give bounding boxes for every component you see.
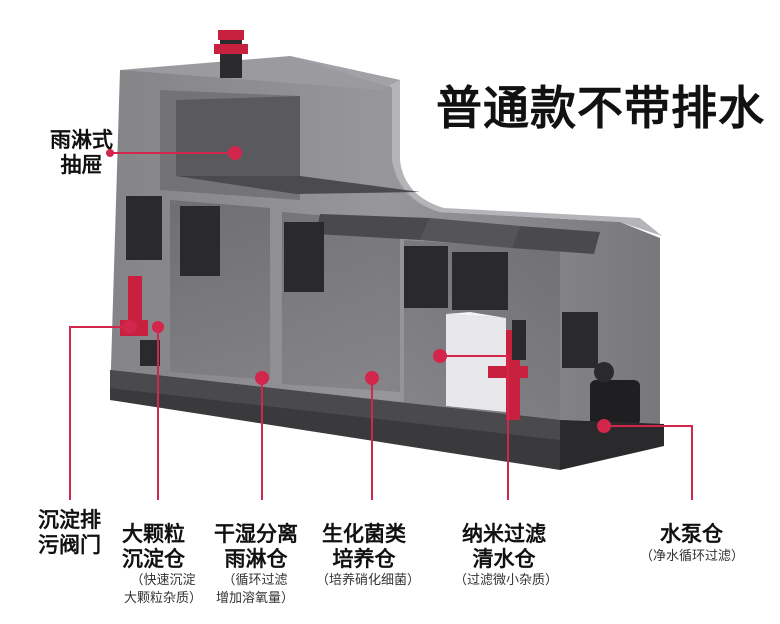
callout-drain-line2: 污阀门 (38, 533, 101, 557)
callout-sediment-line1: 大颗粒 (122, 522, 185, 546)
callout-drawer-line1: 雨淋式 (50, 128, 113, 152)
inlet-pipe (214, 30, 248, 78)
callout-drip-line2: 雨淋仓 (224, 547, 288, 571)
callout-sediment-note: （快速沉淀 大颗粒杂质） (124, 572, 202, 608)
callout-drip: 干湿分离 雨淋仓 (214, 522, 298, 572)
tank-body (110, 56, 662, 460)
callout-bio: 生化菌类 培养仓 (322, 522, 406, 572)
callout-pump: 水泵仓 (660, 522, 723, 547)
callout-drip-note2: 增加溶氧量） (216, 591, 295, 606)
callout-drawer-line2: 抽屉 (60, 153, 103, 177)
callout-bio-line1: 生化菌类 (322, 522, 406, 546)
callout-drip-note1: （循环过滤 (222, 573, 288, 588)
callout-nano-line1: 纳米过滤 (462, 522, 546, 546)
callout-nano-line2: 清水仓 (472, 547, 536, 571)
callout-sediment-note1: （快速沉淀 (130, 573, 196, 588)
callout-sediment-note2: 大颗粒杂质） (124, 591, 203, 606)
callout-nano: 纳米过滤 清水仓 (462, 522, 546, 572)
tank-base (110, 370, 664, 470)
callout-pump-note1: （净水循环过滤） (640, 549, 745, 564)
callout-pump-note: （净水循环过滤） (640, 548, 744, 566)
callout-sediment: 大颗粒 沉淀仓 (122, 522, 185, 572)
callout-bio-note: （培养硝化细菌） (316, 572, 420, 590)
callout-lines (69, 152, 693, 500)
callout-dots (106, 146, 611, 433)
callout-drip-line1: 干湿分离 (214, 522, 298, 546)
callout-drain-valve: 沉淀排 污阀门 (38, 508, 101, 558)
callout-nano-note1: （过滤微小杂质） (454, 573, 559, 588)
callout-nano-note: （过滤微小杂质） (454, 572, 558, 590)
callout-drip-note: （循环过滤 增加溶氧量） (216, 572, 294, 608)
callout-bio-note1: （培养硝化细菌） (316, 573, 421, 588)
callout-sediment-line2: 沉淀仓 (122, 547, 185, 571)
callout-drawer: 雨淋式 抽屉 (50, 128, 113, 178)
callout-bio-line2: 培养仓 (332, 547, 396, 571)
callout-pump-line1: 水泵仓 (660, 522, 723, 546)
headline-title: 普通款不带排水 (436, 81, 765, 135)
callout-drain-line1: 沉淀排 (38, 508, 101, 532)
